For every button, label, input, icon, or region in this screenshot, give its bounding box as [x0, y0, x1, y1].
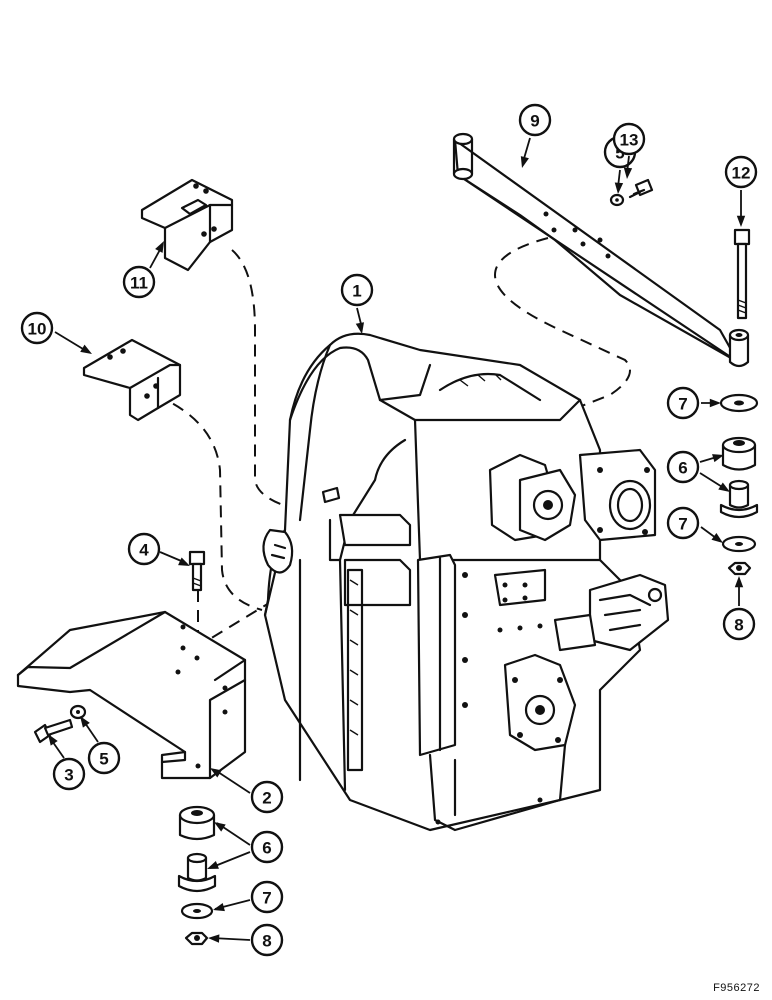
- rear-mounting-bar-9: [452, 132, 750, 368]
- callout-1-transmission-assembly: 1: [340, 273, 374, 334]
- callout-7-washer: 7: [666, 506, 723, 543]
- washer-7-left: [180, 902, 214, 920]
- callout-2-front-mounting-bracket: 2: [210, 768, 284, 814]
- arrowhead: [80, 344, 92, 354]
- callout-circle: [52, 757, 86, 791]
- callout-circle: [666, 386, 700, 420]
- callout-number: 5: [99, 750, 108, 769]
- nut-8-right: [727, 561, 752, 576]
- callout-number: 8: [262, 932, 271, 951]
- isolator-6-right: [719, 436, 759, 519]
- callout-circle: [250, 780, 284, 814]
- callout-number: 5: [615, 144, 624, 163]
- callout-4-bolt: 4: [127, 532, 190, 566]
- callout-13-bolt: 13: [612, 122, 646, 179]
- figure-code: F956272: [713, 982, 760, 994]
- callout-number: 3: [64, 766, 73, 785]
- callout-circle: [666, 506, 700, 540]
- callout-number: 6: [262, 839, 271, 858]
- callout-circle: [612, 122, 646, 156]
- callout-11-bracket: 11: [122, 241, 164, 299]
- callout-circle: [250, 830, 284, 864]
- arrowhead: [178, 557, 190, 566]
- bracket-11: [140, 178, 234, 272]
- arrowhead: [208, 934, 220, 943]
- isolator-6-left-lower: [177, 852, 217, 893]
- washer-7-right-upper: [719, 393, 759, 413]
- callout-circle: [127, 532, 161, 566]
- bolt-12: [733, 228, 751, 320]
- transmission-assembly-1: [262, 332, 670, 832]
- callout-number: 2: [262, 789, 271, 808]
- arrowhead: [623, 167, 633, 179]
- arrowhead: [712, 454, 724, 463]
- bracket-10: [82, 338, 182, 422]
- callout-number: 8: [734, 616, 743, 635]
- callout-number: 4: [139, 541, 149, 560]
- callout-6-rubber-isolator: 6: [666, 450, 730, 492]
- arrowhead: [520, 156, 529, 168]
- callout-number: 7: [678, 515, 687, 534]
- callout-circle: [518, 103, 552, 137]
- leader-line: [214, 769, 251, 794]
- arrowhead: [213, 903, 225, 912]
- callout-number: 1: [352, 282, 361, 301]
- arrowhead: [48, 734, 58, 746]
- callout-number: 6: [678, 459, 687, 478]
- bolt-4: [188, 550, 206, 592]
- callout-number: 7: [262, 889, 271, 908]
- washer-7-right-lower: [721, 535, 757, 553]
- arrowhead: [736, 215, 746, 227]
- arrowhead: [355, 322, 365, 334]
- front-bracket-2: [16, 610, 247, 780]
- callout-7-washer: 7: [666, 386, 721, 420]
- isolator-6-left-upper: [178, 805, 216, 841]
- callout-8-nut: 8: [208, 923, 284, 957]
- arrowhead: [214, 822, 226, 832]
- arrowhead: [718, 482, 730, 492]
- washer-5-upper: [609, 193, 625, 207]
- callout-number: 12: [732, 164, 751, 183]
- callout-circle: [122, 265, 156, 299]
- callout-number: 7: [678, 395, 687, 414]
- callout-number: 11: [130, 274, 148, 293]
- callout-12-bolt: 12: [724, 155, 758, 227]
- arrowhead: [80, 716, 90, 728]
- arrowhead: [734, 576, 744, 588]
- bolt-3: [33, 718, 74, 744]
- callout-circle: [722, 607, 756, 641]
- arrowhead: [614, 182, 624, 194]
- callout-number: 9: [530, 112, 539, 131]
- callout-circle: [250, 923, 284, 957]
- callout-9-rear-mounting-bar: 9: [518, 103, 552, 168]
- bolt-13: [628, 178, 654, 199]
- callout-number: 13: [620, 131, 639, 150]
- callout-3-bolt: 3: [48, 734, 86, 791]
- callout-circle: [724, 155, 758, 189]
- arrowhead: [207, 860, 219, 869]
- callout-5-washer: 5: [80, 716, 121, 775]
- callout-circle: [87, 741, 121, 775]
- nut-8-left: [184, 931, 209, 946]
- arrowhead: [711, 533, 723, 543]
- callout-7-washer: 7: [213, 880, 284, 914]
- callout-6-rubber-isolator: 6: [207, 822, 284, 869]
- callout-circle: [666, 450, 700, 484]
- arrowhead: [155, 241, 164, 253]
- callout-circle: [340, 273, 374, 307]
- arrowhead: [709, 398, 721, 408]
- callout-number: 10: [28, 320, 47, 339]
- callout-8-nut: 8: [722, 576, 756, 641]
- callout-circle: [250, 880, 284, 914]
- washer-5-lower: [69, 704, 87, 720]
- callout-circle: [20, 311, 54, 345]
- callout-10-bracket: 10: [20, 311, 92, 354]
- arrowhead: [210, 768, 222, 778]
